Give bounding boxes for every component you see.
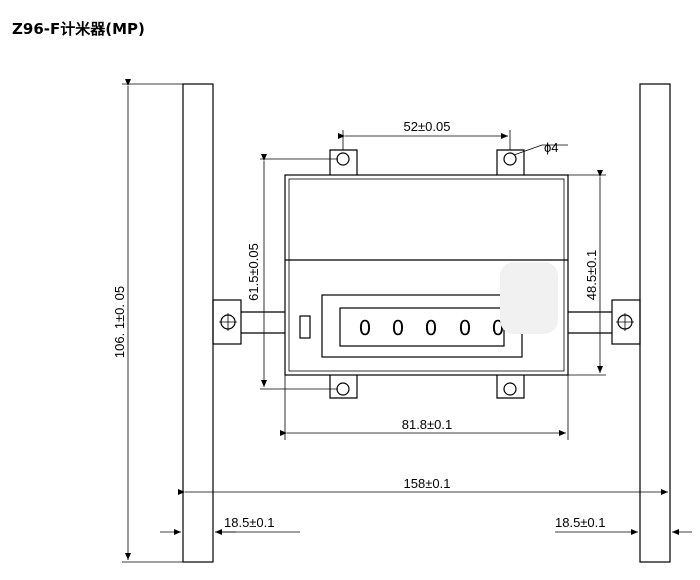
right-shaft	[568, 311, 612, 334]
dim-overall-height-label: 106. 1±0. 05	[112, 286, 127, 358]
reset-slot	[299, 315, 311, 339]
counter-digit: 0	[459, 316, 472, 340]
dim-right-height-label: 48.5±0.1	[584, 250, 599, 301]
left-mount-tab	[212, 299, 242, 345]
dim-bottom-width	[280, 375, 569, 440]
bottom-left-ear	[329, 375, 358, 399]
dim-top-width-label: 52±0.05	[404, 119, 451, 134]
dim-right-height	[568, 170, 606, 376]
top-left-ear	[329, 149, 358, 175]
dim-right-offset-label: 18.5±0.1	[555, 515, 606, 530]
bottom-right-ear	[496, 375, 525, 399]
dim-overall-width-label: 158±0.1	[404, 476, 451, 491]
dim-left-offset-label: 18.5±0.1	[224, 515, 275, 530]
dim-left-height-label: 61.5±0.05	[246, 243, 261, 301]
right-mount-tab	[611, 299, 641, 345]
dim-left-height	[260, 154, 338, 390]
dim-hole-label: ϕ4	[544, 140, 559, 155]
dim-bottom-width-label: 81.8±0.1	[402, 417, 453, 432]
left-rail	[182, 83, 214, 563]
diagram-title: Z96-F计米器(MP)	[12, 20, 145, 38]
counter-digit: 0	[425, 316, 438, 340]
dim-overall-height	[122, 79, 183, 563]
dim-hole-leader	[513, 144, 568, 156]
counter-body	[284, 174, 569, 376]
dim-top-width	[338, 130, 511, 150]
top-right-ear	[496, 149, 525, 175]
counter-digit: 0	[359, 316, 372, 340]
right-rail	[639, 83, 671, 563]
counter-digit: 0	[392, 316, 405, 340]
left-shaft	[241, 311, 285, 334]
glare-patch	[500, 262, 558, 334]
